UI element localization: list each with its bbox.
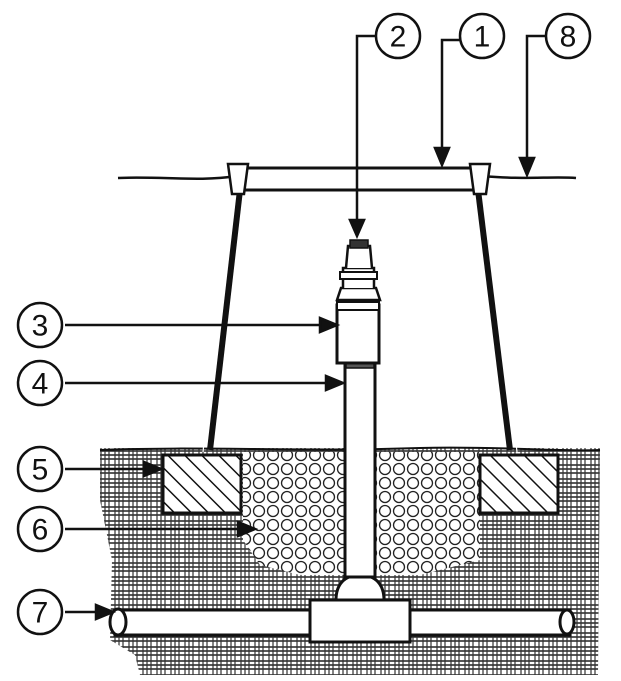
leader-lines	[65, 34, 545, 621]
valve-box-wall-left	[207, 189, 243, 451]
valve-box-lid	[236, 166, 482, 192]
callout-6: 6	[16, 505, 64, 553]
valve-body-band	[336, 301, 380, 311]
quick-coupler-top	[344, 244, 374, 269]
riser-pipe	[343, 363, 377, 579]
tee-fitting	[308, 598, 412, 644]
callout-7-label: 7	[32, 597, 49, 630]
callout-2: 2	[374, 12, 422, 60]
callout-8-label: 8	[560, 21, 577, 54]
callout-8: 8	[544, 12, 592, 60]
callout-5-label: 5	[32, 454, 49, 487]
callout-4-label: 4	[32, 368, 49, 401]
quick-coupler-cap	[349, 239, 369, 249]
supply-pipe-end-right	[558, 608, 576, 636]
valve-body	[335, 303, 381, 365]
supply-pipe-end-left	[108, 607, 128, 637]
callout-1: 1	[458, 12, 506, 60]
ground-line-right	[483, 174, 577, 180]
lid-lip-right	[468, 162, 492, 196]
callout-5: 5	[16, 445, 64, 493]
quick-coupler-ring	[339, 271, 378, 280]
callout-3: 3	[16, 301, 64, 349]
callout-1-label: 1	[474, 21, 491, 54]
valve-box-wall-right-inner	[485, 179, 518, 453]
ground-line-left	[117, 174, 237, 180]
callout-7: 7	[16, 588, 64, 636]
callout-2-label: 2	[390, 21, 407, 54]
lid-lip-left	[226, 162, 250, 196]
callout-6-label: 6	[32, 514, 49, 547]
valve-box-wall-right	[475, 189, 513, 451]
brick-support-right	[478, 453, 560, 515]
soil-surface	[99, 446, 601, 452]
valve-box-wall-left-inner	[202, 179, 233, 453]
brick-support-left	[161, 453, 243, 515]
callout-3-label: 3	[32, 310, 49, 343]
tee-fitting-top	[334, 573, 386, 602]
threaded-coupling	[335, 286, 382, 302]
callout-4: 4	[16, 359, 64, 407]
